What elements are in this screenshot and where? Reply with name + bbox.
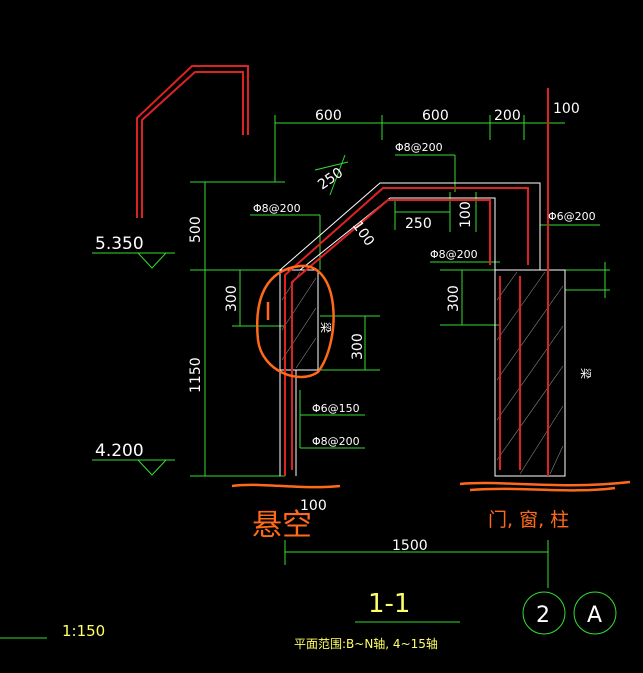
rebar-lines — [136, 65, 549, 476]
dim-top-2: 600 — [422, 108, 449, 124]
dim-bottom-1500: 1500 — [392, 538, 428, 554]
note-left: 悬空 — [252, 508, 312, 543]
handwritten-markup — [231, 264, 631, 492]
dim-right-300: 300 — [446, 285, 462, 312]
ground-scribble-right — [459, 480, 631, 487]
dim-left-500: 500 — [188, 216, 204, 243]
beam-label-left: 梁 — [319, 322, 333, 333]
axis-number: 2 — [536, 603, 550, 628]
dim-left-300: 300 — [224, 285, 240, 312]
circle-mark — [256, 264, 335, 379]
dim-inner-250: 250 — [405, 216, 432, 232]
scale-label: 1:150 — [62, 622, 105, 640]
dim-top-1: 600 — [315, 108, 342, 124]
elevation-upper: 5.350 — [95, 234, 144, 254]
member-outlines — [279, 182, 566, 477]
rebar-label-left-upper: Φ8@200 — [253, 202, 301, 215]
dim-bottom-100: 100 — [300, 498, 327, 514]
dim-beam-300: 300 — [350, 333, 366, 360]
dim-top-3: 200 — [494, 108, 521, 124]
dim-inner-100: 100 — [458, 201, 474, 228]
note-right: 门, 窗, 柱 — [488, 509, 569, 531]
beam-label-right: 梁 — [579, 368, 593, 379]
ground-scribble-left — [231, 483, 341, 489]
rebar-label-right-2: Φ8@200 — [430, 248, 478, 261]
dim-top-4: 100 — [553, 101, 580, 117]
rebar-label-left-lower-2: Φ8@200 — [312, 435, 360, 448]
rebar-label-left-lower-1: Φ6@150 — [312, 402, 360, 415]
dim-diag-100: 100 — [349, 218, 377, 249]
scope-note: 平面范围:B~N轴, 4~15轴 — [294, 636, 438, 651]
section-title: 1-1 — [368, 589, 410, 619]
rebar-label-right-1: Φ6@200 — [548, 210, 596, 223]
dim-left-1150: 1150 — [188, 357, 204, 393]
elevation-lower: 4.200 — [95, 441, 144, 461]
rebar-label-top-1: Φ8@200 — [395, 141, 443, 154]
axis-letter: A — [587, 603, 602, 628]
